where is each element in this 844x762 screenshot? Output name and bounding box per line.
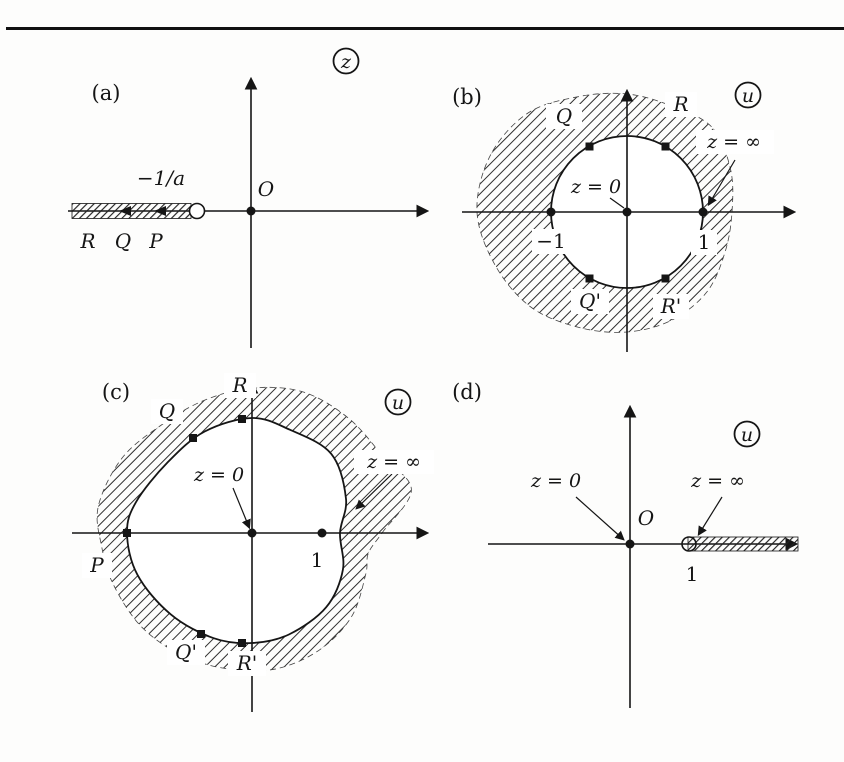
origin-dot bbox=[625, 539, 635, 549]
panel-tag: (c) bbox=[102, 380, 130, 404]
branch-point-label: −1/a bbox=[137, 166, 185, 190]
z-zero-label: z = 0 bbox=[530, 470, 581, 492]
origin-dot bbox=[246, 206, 256, 216]
one-label: 1 bbox=[698, 230, 711, 254]
one-label: 1 bbox=[686, 562, 699, 586]
point-marker-r bbox=[661, 142, 670, 151]
z-infinity-arrow bbox=[697, 496, 723, 537]
panel-tag: (a) bbox=[92, 81, 121, 105]
cut-direction-arrow-icon bbox=[119, 206, 131, 216]
label-box bbox=[532, 229, 570, 254]
z-infinity-arrow bbox=[355, 473, 393, 510]
point-label-q: Q bbox=[159, 399, 175, 423]
plane-symbol-circle bbox=[734, 81, 762, 109]
top-rule bbox=[6, 27, 844, 30]
point-label-p: P bbox=[89, 553, 104, 577]
point-label-q: Q bbox=[556, 104, 572, 128]
point-marker-r bbox=[238, 415, 246, 423]
branch-point-circle bbox=[681, 536, 697, 552]
label-box bbox=[151, 399, 183, 424]
z-infinity-label: z = ∞ bbox=[706, 131, 761, 153]
panel-tag: (d) bbox=[452, 380, 482, 404]
panel-c: (c) u R Q z = ∞ z = 0 P 1 Q' R' bbox=[72, 373, 434, 712]
point-label-r-prime: R' bbox=[236, 651, 258, 675]
point-dot-one bbox=[698, 207, 708, 217]
label-box bbox=[653, 294, 689, 319]
z-zero-leader-line bbox=[232, 487, 251, 530]
origin-label: O bbox=[638, 506, 654, 530]
label-box bbox=[665, 92, 697, 117]
point-marker-q-prime bbox=[197, 630, 205, 638]
label-box bbox=[167, 640, 205, 665]
z-zero-label: z = 0 bbox=[570, 176, 621, 198]
z-zero-arrow bbox=[575, 496, 625, 541]
branch-cut-bar bbox=[71, 203, 192, 219]
cut-direction-arrow-icon bbox=[154, 206, 166, 216]
panel-a: (a) z O −1/a R Q P bbox=[68, 47, 430, 348]
label-box bbox=[696, 130, 774, 154]
point-dot-minus-one bbox=[546, 207, 556, 217]
label-box bbox=[354, 450, 434, 474]
point-label-r: R bbox=[79, 229, 95, 253]
label-box bbox=[571, 289, 609, 314]
panel-b: (b) u Q R z = ∞ z = 0 −1 1 Q' R' bbox=[452, 81, 797, 352]
label-box bbox=[224, 373, 256, 398]
plane-symbol: z bbox=[340, 51, 352, 73]
point-marker-q-prime bbox=[585, 274, 594, 283]
panel-tag: (b) bbox=[452, 85, 482, 109]
z-zero-leader-line bbox=[609, 197, 625, 209]
point-label-r: R bbox=[231, 373, 247, 397]
origin-label: O bbox=[258, 177, 274, 201]
z-zero-label: z = 0 bbox=[193, 464, 244, 486]
point-label-q-prime: Q' bbox=[175, 640, 197, 664]
one-label: 1 bbox=[311, 548, 324, 572]
point-marker-p bbox=[123, 529, 131, 537]
plane-symbol-circle bbox=[332, 47, 360, 75]
panel-d: (d) u z = 0 O z = ∞ 1 bbox=[452, 380, 799, 708]
plane-symbol-circle bbox=[384, 388, 412, 416]
point-label-p: P bbox=[148, 229, 163, 253]
point-label-q: Q bbox=[115, 229, 131, 253]
point-marker-r-prime bbox=[238, 639, 246, 647]
point-dot-one bbox=[317, 528, 327, 538]
z-infinity-arrow bbox=[707, 159, 736, 207]
plane-symbol-circle bbox=[733, 420, 761, 448]
origin-dot bbox=[622, 207, 632, 217]
point-marker-q bbox=[189, 434, 197, 442]
plane-symbol: u bbox=[392, 392, 404, 414]
label-box bbox=[546, 104, 582, 129]
point-marker-r-prime bbox=[661, 274, 670, 283]
point-label-r-prime: R' bbox=[660, 294, 682, 318]
label-box bbox=[691, 230, 717, 255]
branch-point-circle bbox=[188, 202, 206, 220]
label-box bbox=[228, 651, 266, 676]
minus-one-label: −1 bbox=[536, 229, 565, 253]
origin-dot bbox=[247, 528, 257, 538]
point-label-q-prime: Q' bbox=[579, 289, 601, 313]
plane-symbol: u bbox=[741, 424, 753, 446]
z-infinity-label: z = ∞ bbox=[366, 451, 421, 473]
z-infinity-label: z = ∞ bbox=[690, 470, 745, 492]
plane-symbol: u bbox=[742, 85, 754, 107]
label-box bbox=[82, 553, 112, 578]
point-label-r: R bbox=[672, 92, 688, 116]
branch-cut-bar bbox=[687, 536, 799, 552]
point-marker-q bbox=[585, 142, 594, 151]
